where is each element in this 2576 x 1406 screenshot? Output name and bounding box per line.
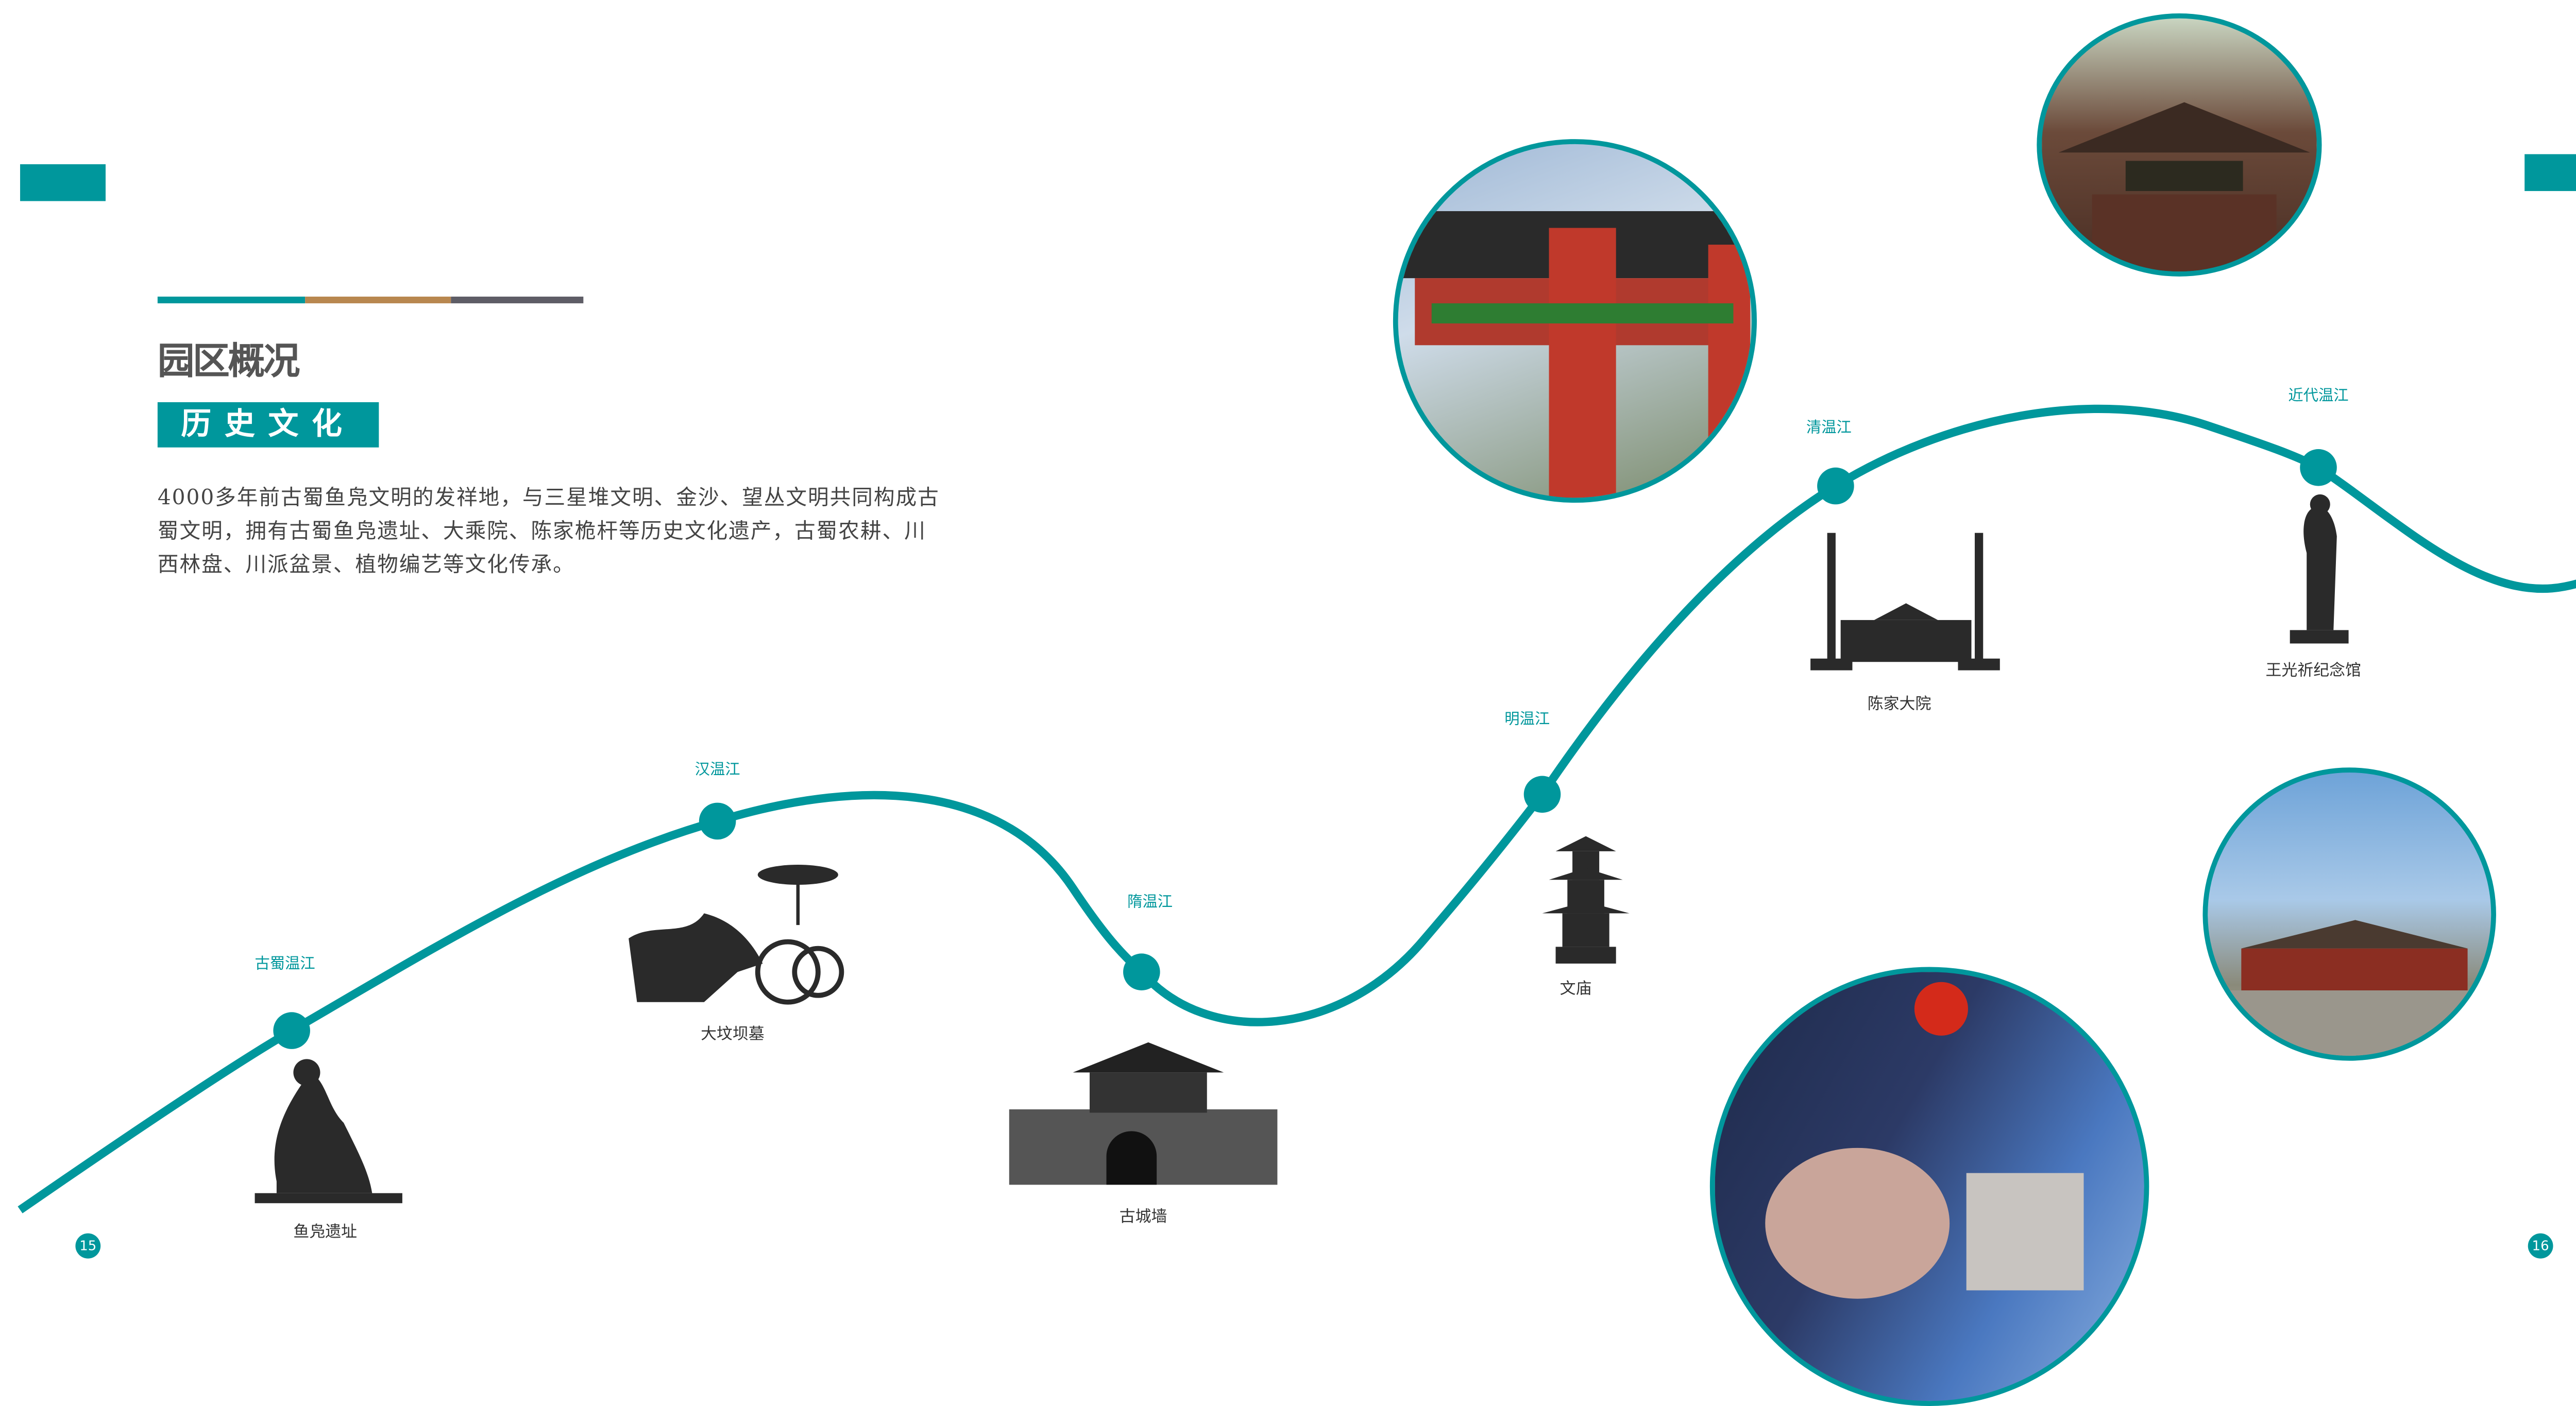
photo-stone-lion [1709, 967, 2149, 1406]
photo-temple-gate [2037, 13, 2322, 277]
photo-temple-courtyard [2202, 767, 2496, 1061]
stone-lion-illustration [1765, 982, 2084, 1299]
pagoda-silhouette [1542, 836, 1630, 964]
site-caption: 鱼凫遗址 [293, 1223, 358, 1242]
right-page-tab [2524, 154, 2576, 191]
bronze-horse-silhouette [629, 864, 844, 1005]
era-label: 明温江 [1504, 712, 1550, 729]
section-badge: 历史文化 [157, 402, 379, 448]
era-label: 汉温江 [694, 762, 740, 780]
era-label: 近代温江 [2288, 388, 2349, 406]
timeline-node [2300, 449, 2337, 486]
left-page-tab [20, 164, 106, 201]
page-title: 园区概况 [157, 341, 300, 384]
site-caption: 文庙 [1560, 980, 1592, 999]
site-caption: 王光祈纪念馆 [2265, 662, 2362, 681]
courtyard-gate-silhouette [1810, 533, 2000, 671]
era-label: 隋温江 [1127, 895, 1173, 912]
intro-paragraph: 4000多年前古蜀鱼凫文明的发祥地，与三星堆文明、金沙、望丛文明共同构成古蜀文明… [157, 484, 940, 577]
site-caption: 古城墙 [1119, 1208, 1167, 1227]
statue-silhouette [255, 1059, 402, 1204]
site-caption: 大坟坝墓 [701, 1025, 765, 1044]
page-number-right: 16 [2528, 1233, 2553, 1259]
accent-bar-teal [157, 296, 306, 303]
archway-illustration [1398, 211, 1752, 498]
timeline-node [1817, 467, 1854, 505]
page-number-left: 15 [75, 1233, 101, 1259]
accent-bar-gray [451, 296, 584, 303]
standing-statue-silhouette [2290, 494, 2349, 644]
timeline-node [699, 802, 736, 840]
accent-bar-gold [305, 296, 451, 303]
photo-archway [1393, 139, 1757, 503]
site-caption: 陈家大院 [1867, 695, 1931, 714]
city-wall-silhouette [1009, 1042, 1278, 1185]
era-label: 古蜀温江 [255, 956, 315, 974]
timeline-curve [18, 404, 2576, 1213]
timeline-node [273, 1012, 310, 1049]
era-label: 清温江 [1806, 420, 1852, 438]
timeline-node [1123, 953, 1160, 990]
timeline-node [1523, 776, 1561, 813]
